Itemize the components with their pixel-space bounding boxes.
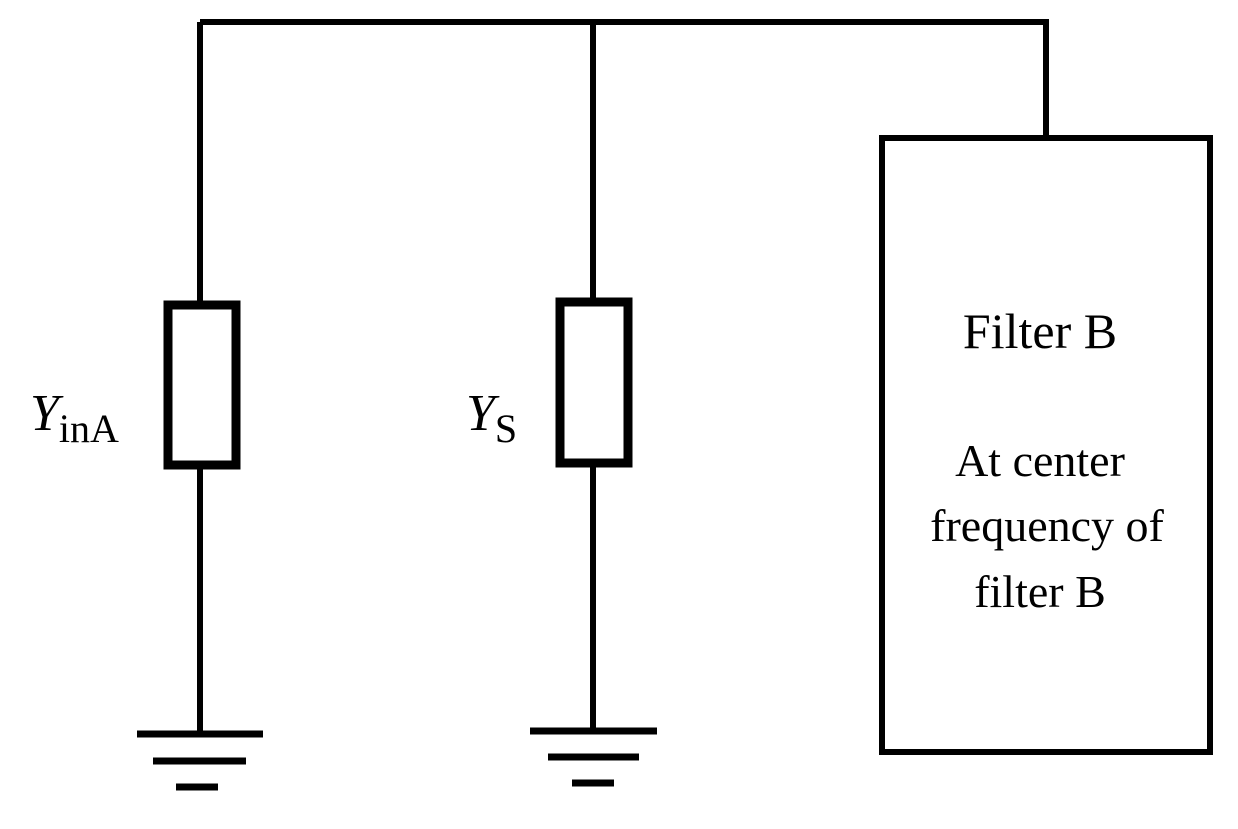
- left-ground-icon: [137, 730, 263, 791]
- middle-ground-icon: [530, 727, 657, 787]
- filter-b-title: Filter B: [963, 303, 1117, 359]
- label-ys-main: Y: [466, 385, 500, 442]
- label-yina-subscript: inA: [59, 406, 119, 451]
- filter-b-line2: frequency of: [930, 500, 1164, 551]
- admittance-ys-element: [555, 297, 633, 468]
- label-ys-subscript: S: [495, 406, 517, 451]
- label-yina: YinA: [30, 385, 119, 451]
- top-bus-wire: [200, 19, 1049, 135]
- filter-b-line3: filter B: [974, 566, 1106, 617]
- filter-b-line1: At center: [955, 435, 1125, 486]
- filter-b-box: [879, 135, 1213, 755]
- label-ys: YS: [466, 385, 517, 451]
- label-yina-main: Y: [30, 385, 64, 442]
- admittance-yina-element: [163, 300, 241, 470]
